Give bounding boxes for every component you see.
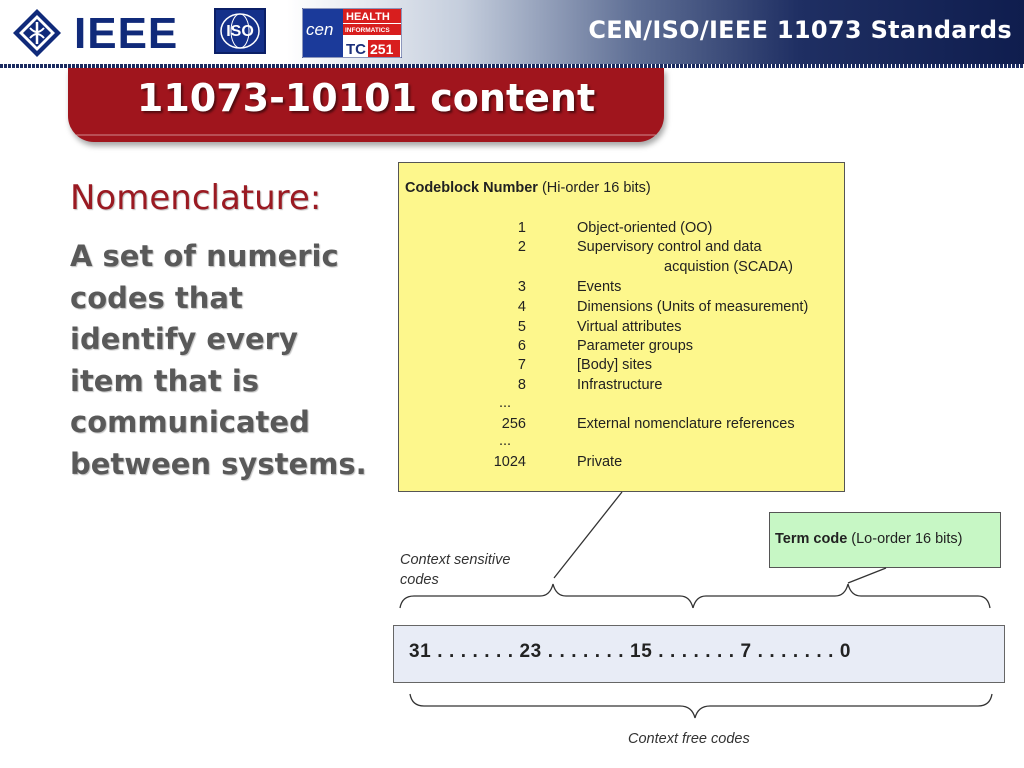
codeblock-number-box: Codeblock Number (Hi-order 16 bits) 1 Obj… (398, 162, 845, 492)
codeblock-ellipsis: ... (499, 433, 512, 449)
codeblock-row: acquistion (SCADA) (399, 259, 846, 279)
codeblock-row: 6 Parameter groups (399, 338, 846, 358)
bit-positions: 31 . . . . . . . 23 . . . . . . . 15 . .… (409, 641, 852, 662)
health-wordmark: HEALTH (346, 11, 390, 23)
codeblock-ellipsis-row: ... (399, 395, 846, 415)
codeblock-row-label: Virtual attributes (577, 319, 682, 335)
codeblock-row-number: 1 (517, 220, 526, 236)
term-code-box: Term code (Lo-order 16 bits) (769, 512, 1001, 568)
codeblock-row-number: 4 (517, 299, 526, 315)
codeblock-row-number: 8 (517, 377, 526, 393)
ieee-logo: IEEE (12, 8, 184, 58)
codeblock-header-bold: Codeblock Number (405, 180, 538, 196)
codeblock-row-number: 3 (517, 279, 526, 295)
tc-number: 251 (370, 41, 394, 57)
codeblock-row-label: Private (577, 454, 623, 470)
codeblock-row-number: 6 (517, 338, 526, 354)
context-free-brace (409, 693, 993, 719)
codeblock-row: 1 Object-oriented (OO) (399, 220, 846, 240)
tc-wordmark: TC (346, 41, 366, 58)
codeblock-pointer-line (553, 491, 623, 579)
term-code-rest: (Lo-order 16 bits) (847, 531, 963, 547)
iso-wordmark: ISO (226, 23, 254, 40)
codeblock-row-label: Supervisory control and data (577, 239, 762, 255)
codeblock-header: Codeblock Number (Hi-order 16 bits) (405, 180, 651, 196)
codeblock-row-label: Events (577, 279, 622, 295)
context-sensitive-label-line1: Context sensitive (400, 552, 511, 568)
bit-strip: 31 . . . . . . . 23 . . . . . . . 15 . .… (393, 625, 1005, 683)
context-free-label: Context free codes (628, 731, 750, 747)
cen-wordmark: cen (306, 20, 333, 39)
term-code-text: Term code (Lo-order 16 bits) (775, 531, 963, 547)
codeblock-row-number: 7 (517, 357, 526, 373)
iso-logo: ISO (214, 8, 266, 54)
codeblock-header-rest: (Hi-order 16 bits) (537, 180, 651, 196)
context-sensitive-label-line2: codes (400, 572, 439, 588)
header-divider (0, 64, 1024, 68)
termcode-pointer-line (847, 567, 887, 584)
codeblock-row-number: 5 (517, 319, 526, 335)
codeblock-row-label: Object-oriented (OO) (577, 220, 713, 236)
codeblock-row: 5 Virtual attributes (399, 319, 846, 339)
section-heading: Nomenclature: (70, 178, 322, 218)
ieee-wordmark: IEEE (74, 9, 179, 58)
codeblock-ellipsis: ... (499, 395, 512, 411)
body-text: A set of numeric codes that identify eve… (70, 239, 367, 481)
term-code-brace (692, 583, 991, 609)
codeblock-row-label: Infrastructure (577, 377, 663, 393)
codeblock-row-number: 2 (517, 239, 526, 255)
ieee-diamond-icon (13, 9, 61, 57)
codeblock-row-label: [Body] sites (577, 357, 652, 373)
codeblock-row-number: 256 (501, 416, 526, 432)
codeblock-row: 3 Events (399, 279, 846, 299)
codeblock-row: 4 Dimensions (Units of measurement) (399, 299, 846, 319)
codeblock-row: 7 [Body] sites (399, 357, 846, 377)
codeblock-row-label: External nomenclature references (577, 416, 795, 432)
title-tab: 11073-10101 content (68, 68, 664, 142)
codeblock-row-label: Parameter groups (577, 338, 694, 354)
codeblock-row-label: Dimensions (Units of measurement) (577, 299, 809, 315)
iso-globe-icon (220, 13, 260, 49)
codeblock-row: 2 Supervisory control and data (399, 239, 846, 259)
slide-title: 11073-10101 content (136, 76, 596, 120)
header-title: CEN/ISO/IEEE 11073 Standards (588, 16, 1012, 44)
codeblock-ellipsis-row: ... (399, 433, 846, 453)
codeblock-row: 8 Infrastructure (399, 377, 846, 397)
header-band (0, 0, 1024, 66)
codeblock-row: 1024 Private (399, 454, 846, 474)
codeblock-row: 256 External nomenclature references (399, 416, 846, 436)
informatics-wordmark: INFORMATICS (345, 27, 390, 34)
context-sensitive-brace (399, 583, 694, 609)
codeblock-row-label: acquistion (SCADA) (664, 259, 793, 275)
term-code-bold: Term code (775, 531, 848, 547)
cen-health-informatics-logo: cen HEALTH INFORMATICS TC 251 (302, 8, 402, 58)
codeblock-row-number: 1024 (493, 454, 526, 470)
